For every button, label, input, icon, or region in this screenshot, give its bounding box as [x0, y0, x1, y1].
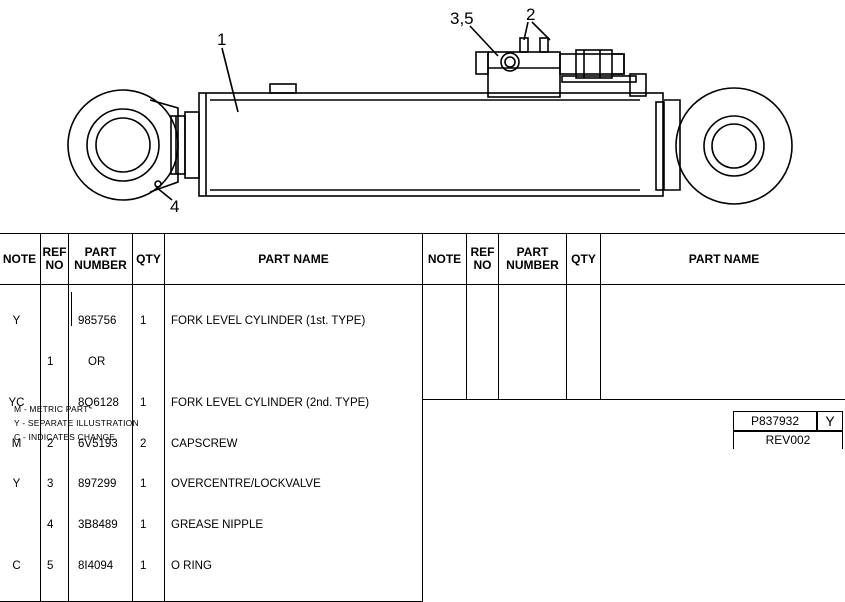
table-row-part-number: 8I4094: [78, 560, 132, 574]
lock-valve-block: [488, 52, 560, 97]
table-row-qty: 1: [140, 315, 164, 329]
parts-table-right: NOTE REF NO PART NUMBER QTY PART NAME: [422, 233, 845, 400]
revision-number: REV002: [733, 431, 843, 449]
header-part-number: PART NUMBER: [499, 234, 567, 285]
right-eye-middle: [704, 116, 764, 176]
table-row-ref: [47, 315, 68, 329]
illustration-flag: Y: [817, 411, 843, 431]
part-number-column: [499, 285, 567, 400]
header-qty: QTY: [567, 234, 601, 285]
table-row-part-name: FORK LEVEL CYLINDER (1st. TYPE): [171, 315, 422, 329]
left-eye-middle: [87, 109, 159, 181]
callout-3-5: 3,5: [450, 10, 474, 27]
table-row-part-name: OVERCENTRE/LOCKVALVE: [171, 478, 422, 492]
table-row-qty: 1: [140, 478, 164, 492]
legend-separate-illustration: Y - SEPARATE ILLUSTRATION: [14, 418, 139, 428]
header-note: NOTE: [423, 234, 467, 285]
table-row-part-number: 897299: [78, 478, 132, 492]
right-eye-outer: [676, 88, 792, 204]
note-column: [423, 285, 467, 400]
header-qty: QTY: [133, 234, 165, 285]
callout-2: 2: [526, 6, 535, 23]
header-part-number: PART NUMBER: [69, 234, 133, 285]
header-note: NOTE: [0, 234, 41, 285]
table-row-note: Y: [0, 478, 34, 492]
table-row-part-number: OR: [78, 356, 132, 370]
table-row-part-name: GREASE NIPPLE: [171, 519, 422, 533]
table-row-note: C: [0, 560, 34, 574]
table-row-note: [0, 356, 34, 370]
right-eye-inner: [712, 124, 756, 168]
part-name-column: [601, 285, 845, 400]
table-row-note: [0, 519, 34, 533]
table-row-note: Y: [0, 315, 34, 329]
table-row-ref: 5: [47, 560, 68, 574]
table-row-part-number: 985756: [78, 315, 132, 329]
drawing-number: P837932: [733, 411, 817, 431]
legend-metric: M - METRIC PART: [14, 404, 88, 414]
table-row-qty: 1: [140, 519, 164, 533]
table-row-qty: 1: [140, 397, 164, 411]
alternate-bracket: [71, 292, 76, 326]
part-name-column: FORK LEVEL CYLINDER (1st. TYPE) FORK LEV…: [165, 285, 423, 602]
ref-column: 1 2 3 4 5: [41, 285, 69, 602]
qty-column: [567, 285, 601, 400]
table-row-ref: 3: [47, 478, 68, 492]
left-eye-inner: [96, 118, 150, 172]
table-row-part-name: CAPSCREW: [171, 438, 422, 452]
table-row-part-number: 3B8489: [78, 519, 132, 533]
header-ref-no: REF NO: [41, 234, 69, 285]
note-column: Y YC M Y C: [0, 285, 41, 602]
table-row-qty: 2: [140, 438, 164, 452]
table-row-part-name: O RING: [171, 560, 422, 574]
header-part-name: PART NAME: [165, 234, 423, 285]
callout-1: 1: [217, 31, 226, 48]
callout-4: 4: [170, 198, 179, 215]
part-number-column: 985756 OR 8Q6128 6V5193 897299 3B8489 8I…: [69, 285, 133, 602]
header-ref-no: REF NO: [467, 234, 499, 285]
table-row-qty: [140, 356, 164, 370]
table-row-ref: 1: [47, 356, 68, 370]
table-row-part-name: [171, 356, 422, 370]
legend-change: C - INDICATES CHANGE: [14, 432, 115, 442]
cylinder-barrel: [199, 93, 663, 196]
table-row-qty: 1: [140, 560, 164, 574]
table-row-ref: 4: [47, 519, 68, 533]
qty-column: 1 1 2 1 1 1: [133, 285, 165, 602]
header-part-name: PART NAME: [601, 234, 845, 285]
table-row-part-name: FORK LEVEL CYLINDER (2nd. TYPE): [171, 397, 422, 411]
ref-column: [467, 285, 499, 400]
hydraulic-cylinder-illustration: [0, 0, 845, 230]
